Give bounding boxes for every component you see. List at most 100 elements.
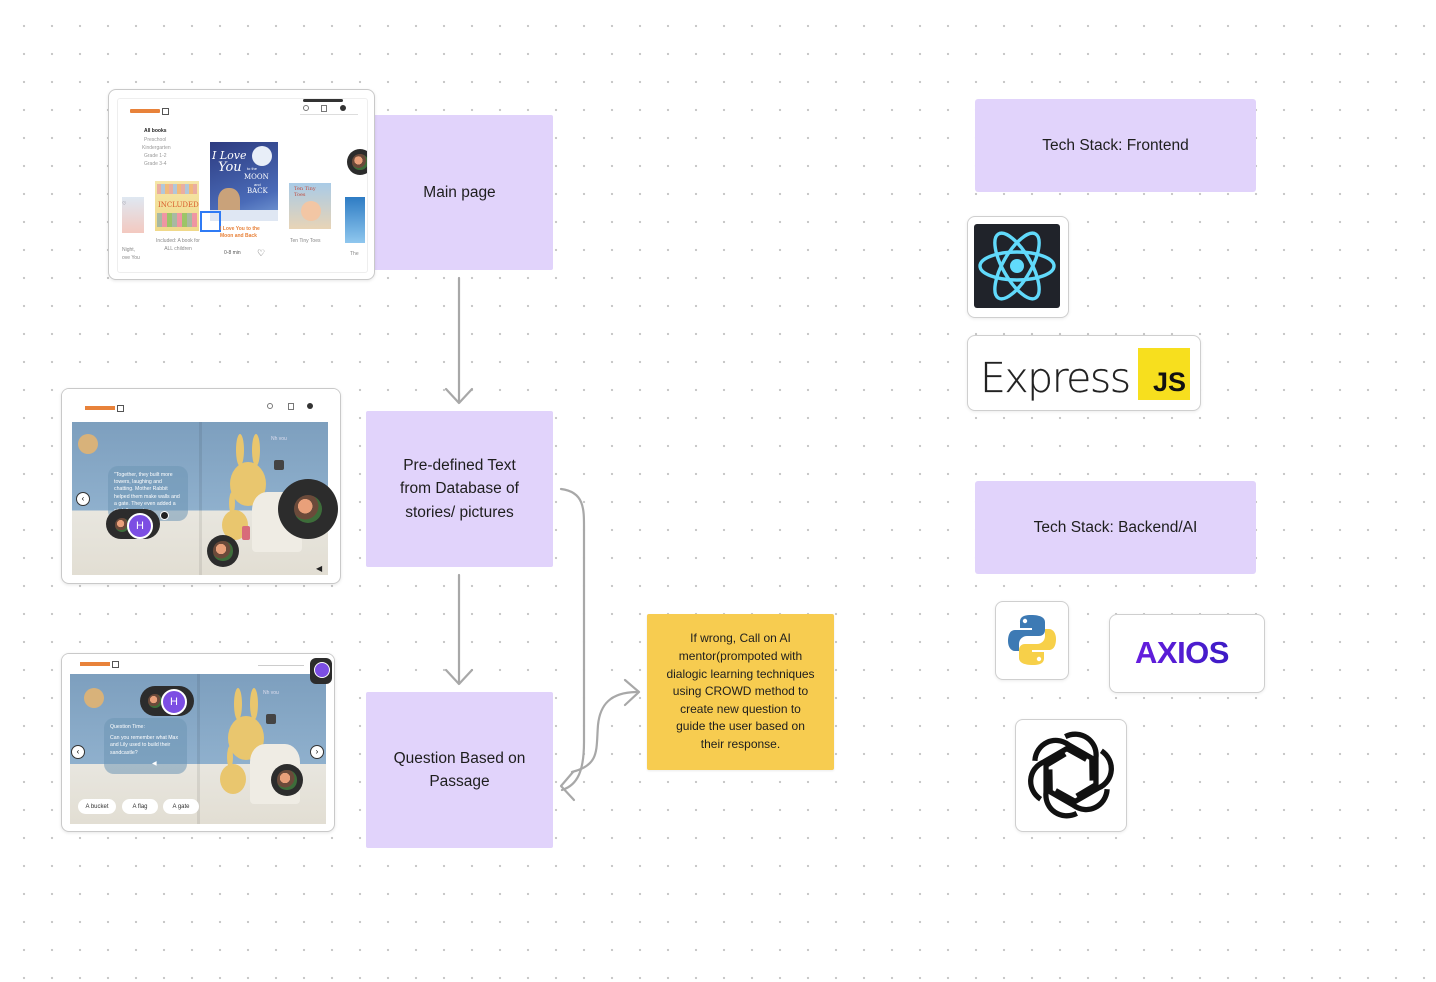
book-cover-ten-tiny-toes[interactable]: Ten Tiny Toes: [289, 183, 331, 229]
main-nav-icons: [300, 105, 360, 117]
question-speaker-icon[interactable]: ◀: [152, 761, 157, 767]
q-video-avatar-corner[interactable]: [310, 658, 332, 684]
ai-note-line-2: mentor(prompoted with: [678, 649, 803, 664]
js-badge-text: JS: [1152, 367, 1186, 397]
reader-search-icon[interactable]: [267, 403, 273, 409]
tiny-toes-caption: Ten Tiny Toes: [290, 238, 321, 244]
search-icon[interactable]: [303, 105, 309, 111]
screenshot-story-reader[interactable]: Nh vou "Together, they built more towers…: [61, 388, 341, 584]
question-heading: Question Time:: [110, 724, 145, 730]
axios-logo-card[interactable]: AXIOS: [1109, 614, 1265, 693]
sun-circle: [78, 434, 98, 454]
question-nav-line: [258, 665, 304, 666]
ai-note-line-6: guide the user based on: [676, 719, 805, 734]
q-prev-page-button[interactable]: ‹: [71, 745, 85, 759]
screenshot-question-time[interactable]: Nh vou Question Time: Can you remember w…: [61, 653, 335, 832]
python-icon: [1008, 615, 1056, 665]
reader-book-icon[interactable]: [288, 403, 294, 410]
arrowhead-predefined-to-question: [444, 668, 474, 686]
passage-text: "Together, they built more towers, laugh…: [114, 472, 180, 514]
cover-word-and: and: [254, 182, 261, 187]
sticky-question-based[interactable]: Question Based on Passage: [366, 692, 553, 848]
arrowhead-main-to-predefined: [444, 387, 474, 405]
q-rabbit-small: [220, 764, 246, 794]
main-logo: [130, 109, 160, 113]
sticky-ai-mentor-note[interactable]: If wrong, Call on AI mentor(prompoted wi…: [647, 614, 834, 770]
arrowhead-question-to-ai: [623, 678, 641, 707]
rabbit-big-ear-1: [236, 434, 244, 466]
tech-stack-backend-label[interactable]: Tech Stack: Backend/AI: [975, 481, 1256, 574]
react-icon: [978, 231, 1056, 301]
ai-note-line-1: If wrong, Call on AI: [690, 631, 791, 646]
q-video-avatar-child[interactable]: [271, 764, 303, 796]
grade-link-3-4[interactable]: Grade 3-4: [144, 161, 167, 167]
video-avatar-main[interactable]: [347, 149, 367, 175]
flag-icon: [274, 460, 284, 470]
q-sun-circle: [84, 688, 104, 708]
cover-bears: [218, 188, 240, 214]
arrowhead-loop-to-question: [559, 770, 576, 802]
book-cover-left-partial[interactable]: ♡: [122, 197, 144, 233]
book-cover-included[interactable]: INCLUDED: [155, 181, 199, 231]
right-cover-caption: The: [350, 251, 359, 257]
prev-page-button[interactable]: ‹: [76, 492, 90, 506]
page-gutter: [199, 422, 202, 575]
included-caption: Included: A book for ALL children: [156, 238, 200, 252]
question-line-2: Passage: [429, 773, 490, 790]
express-wordmark: Express: [980, 354, 1131, 402]
profile-icon[interactable]: [340, 105, 346, 111]
selection-box[interactable]: [200, 211, 221, 232]
q-page-gutter: [197, 674, 200, 824]
moon-circle: [252, 146, 272, 166]
express-js-logo-card[interactable]: Express JS: [967, 335, 1201, 411]
rabbit-big-ear-2: [252, 434, 260, 466]
screenshot-main-page[interactable]: All books Preschool Kindergarten Grade 1…: [108, 89, 375, 280]
left-cover-caption-2: ove You: [122, 255, 140, 261]
grade-link-1-2[interactable]: Grade 1-2: [144, 153, 167, 159]
sticky-main-page[interactable]: Main page: [366, 115, 553, 270]
tiny-toes-title: Ten Tiny Toes: [294, 186, 316, 198]
rabbit-small-ear: [229, 492, 235, 514]
q-next-page-button[interactable]: ›: [310, 745, 324, 759]
js-badge: JS: [1138, 348, 1190, 400]
grade-link-kindergarten[interactable]: Kindergarten: [142, 145, 171, 151]
book-cover-moon[interactable]: I Love You to the MOON and BACK: [210, 142, 278, 221]
nav-underline: [300, 114, 358, 115]
video-avatar-reader-child[interactable]: [207, 535, 239, 567]
openai-logo-card[interactable]: [1015, 719, 1127, 832]
ai-note-line-5: create new question to: [680, 701, 801, 716]
reader-profile-icon[interactable]: [307, 403, 313, 409]
speaker-icon[interactable]: ◀: [316, 564, 323, 573]
user-avatar-badge[interactable]: H: [127, 513, 153, 539]
axios-wordmark: AXIOS: [1135, 635, 1229, 670]
predefined-line-2: from Database of: [400, 480, 519, 498]
main-logo-mark: [162, 108, 169, 115]
cover-word-moon: MOON: [244, 173, 269, 181]
reader-logo-mark: [117, 405, 124, 412]
left-cover-text: ♡: [122, 201, 127, 207]
answer-a-gate[interactable]: A gate: [163, 799, 199, 814]
python-logo-card[interactable]: [995, 601, 1069, 680]
sticky-predefined-text[interactable]: Pre-defined Text from Database of storie…: [366, 411, 553, 567]
cover-snow: [210, 210, 278, 221]
cover-word-you: You: [218, 160, 242, 175]
video-avatar-reader-large[interactable]: [278, 479, 338, 539]
main-inner: All books Preschool Kindergarten Grade 1…: [117, 98, 368, 273]
q-user-avatar-badge[interactable]: H: [161, 689, 187, 715]
heart-icon[interactable]: ♡: [257, 248, 266, 258]
question-logo: [80, 662, 110, 666]
book-icon[interactable]: [321, 105, 327, 112]
answer-a-bucket[interactable]: A bucket: [78, 799, 116, 814]
cover-word-to-the: to the: [247, 166, 258, 171]
answer-a-flag[interactable]: A flag: [122, 799, 158, 814]
tiny-toes-baby: [301, 201, 321, 221]
book-cover-right-partial[interactable]: [345, 197, 365, 243]
tech-stack-frontend-label[interactable]: Tech Stack: Frontend: [975, 99, 1256, 192]
grade-link-preschool[interactable]: Preschool: [144, 137, 167, 143]
all-books-heading[interactable]: All books: [144, 128, 167, 134]
react-logo-card[interactable]: [967, 216, 1069, 318]
moon-caption[interactable]: I Love You to the Moon and Back: [220, 226, 260, 239]
reader-mic-icon[interactable]: [160, 511, 169, 520]
age-badge: 0-8 min: [224, 250, 241, 256]
